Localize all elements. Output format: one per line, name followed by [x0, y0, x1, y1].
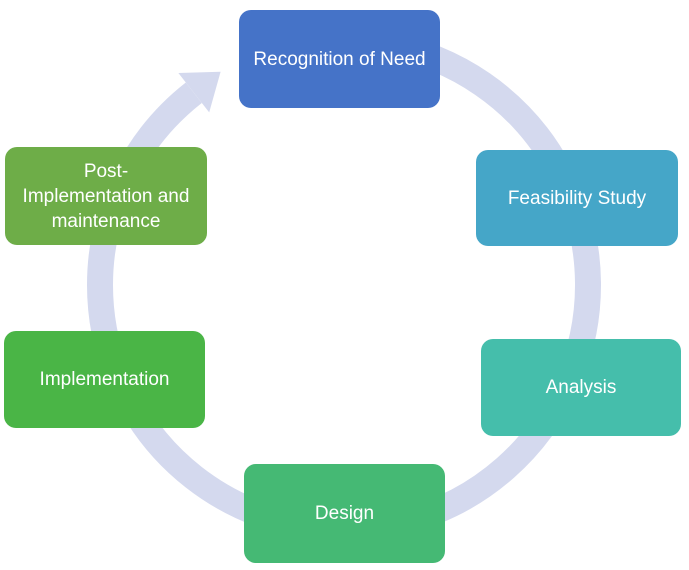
stage-label: Implementation [39, 369, 170, 390]
cycle-ring-arc [87, 31, 601, 542]
stage-label: Design [314, 503, 375, 524]
stage-analysis: Analysis [481, 339, 681, 436]
stage-post-implementation: Post-Implementation and maintenance [5, 147, 207, 245]
stage-implementation: Implementation [4, 331, 205, 428]
stage-recognition-of-need: Recognition of Need [239, 10, 440, 108]
stage-label: Feasibility Study [507, 187, 647, 209]
stage-label: Post-Implementation and maintenance [22, 160, 190, 232]
stage-design: Design [244, 464, 445, 563]
stage-label: Analysis [545, 377, 617, 398]
stage-label: Recognition of Need [253, 48, 426, 70]
cycle-arrowhead [178, 71, 221, 113]
stage-feasibility-study: Feasibility Study [476, 150, 678, 246]
